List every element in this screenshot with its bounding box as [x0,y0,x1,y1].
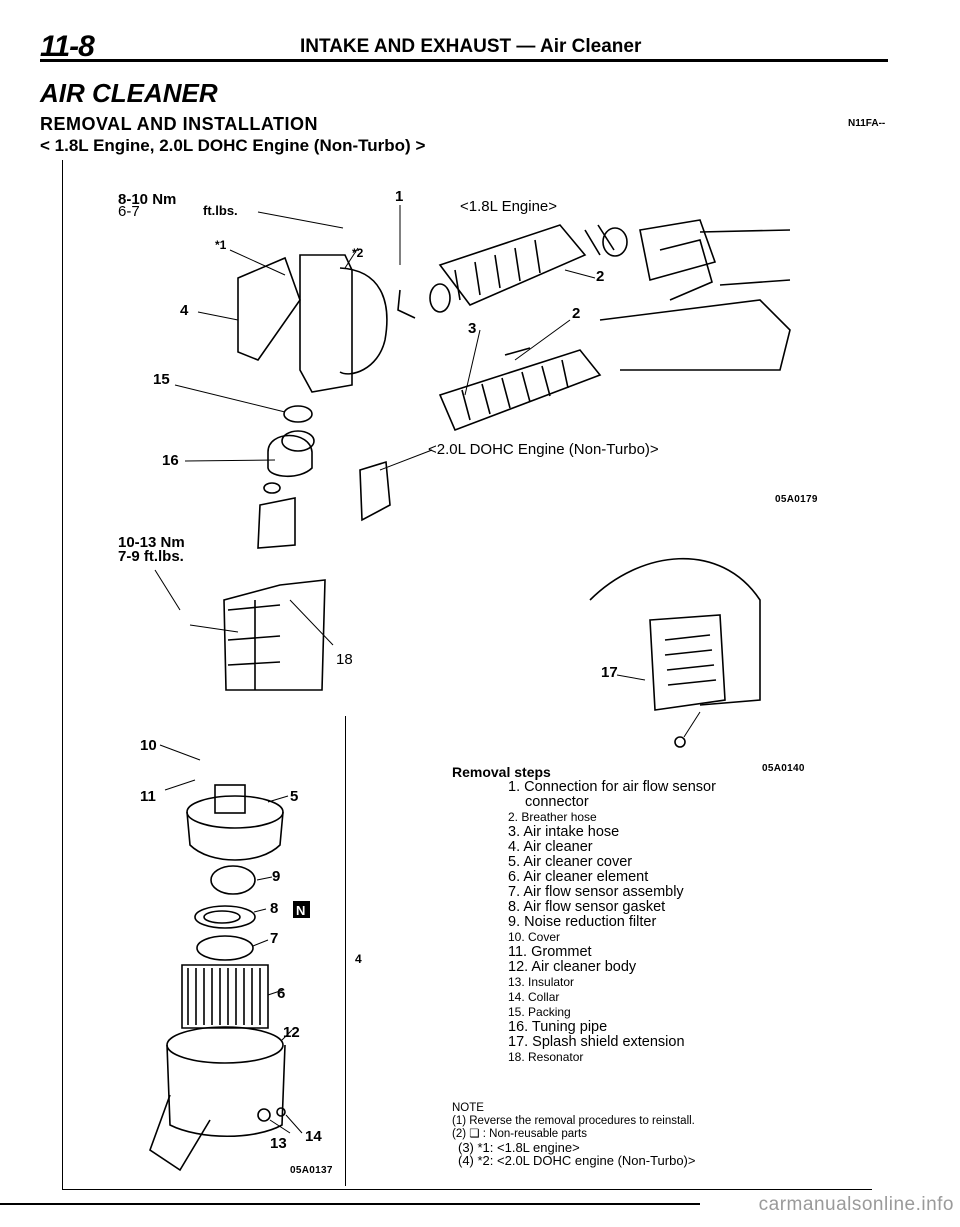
callout-12: 12 [283,1024,300,1041]
callout-17: 17 [601,664,618,681]
step-item: connector [525,794,589,810]
engine-applicability: < 1.8L Engine, 2.0L DOHC Engine (Non-Tur… [40,136,426,155]
note-line: (1) Reverse the removal procedures to re… [452,1115,695,1127]
header-rule [40,59,888,62]
step-item: 1. Connection for air flow sensor [508,779,716,795]
image-code-upper: 05A0179 [775,494,818,505]
page-number: 11-8 [40,30,95,63]
callout-5: 5 [290,788,299,805]
column-divider [345,716,346,1186]
callout-1: 1 [395,188,404,205]
step-item: 15. Packing [508,1005,571,1019]
callout-star-1: *1 [215,238,227,252]
step-item: 12. Air cleaner body [508,959,637,975]
note-line: (3) *1: <1.8L engine> [458,1140,580,1155]
callout-4-lower: 4 [355,952,362,966]
frame-left-line [62,160,63,1190]
step-item: 17. Splash shield extension [508,1034,685,1050]
step-item: 5. Air cleaner cover [508,854,633,870]
step-item: 18. Resonator [508,1050,584,1064]
note-line: (4) *2: <2.0L DOHC engine (Non-Turbo)> [458,1153,696,1168]
callout-10: 10 [140,737,157,754]
callout-15: 15 [153,371,170,388]
note-block: NOTE (1) Reverse the removal procedures … [452,1102,695,1167]
callout-3: 3 [468,320,477,337]
step-item: 9. Noise reduction filter [508,914,657,930]
callout-7: 7 [270,930,279,947]
reference-code: N11FA-- [848,118,886,129]
step-item: 11. Grommet [508,944,592,960]
step-item: 6. Air cleaner element [508,869,649,885]
torque-spec-top-nm: 8-10 Nm [118,191,177,208]
caption-1-8l-engine: <1.8L Engine> [460,198,558,215]
callout-2a: 2 [596,268,605,285]
callout-8: 8 [270,900,279,917]
callout-6: 6 [277,985,286,1002]
callout-11: 11 [140,788,156,805]
page-title: AIR CLEANER [40,78,218,108]
image-code-right: 05A0140 [762,763,805,774]
step-item: 10. Cover [508,930,561,944]
torque-spec-mid-ftlbs: 7-9 ft.lbs. [118,548,184,565]
callout-star-2: *2 [352,246,364,260]
svg-text:N: N [296,903,305,918]
step-item: 3. Air intake hose [508,824,620,840]
step-item: 4. Air cleaner [508,839,593,855]
callout-4-upper: 4 [180,302,189,319]
callout-16: 16 [162,452,179,469]
step-item: 8. Air flow sensor gasket [508,899,666,915]
image-code-lower: 05A0137 [290,1165,333,1176]
caption-2-0l-dohc-engine: <2.0L DOHC Engine (Non-Turbo)> [428,441,659,458]
callout-9: 9 [272,868,281,885]
step-item: 2. Breather hose [508,810,597,824]
footer-rule [0,1203,700,1205]
step-item: 16. Tuning pipe [508,1019,608,1035]
torque-spec-top-ftlbs-value: 6-7 [118,203,140,220]
callout-2b: 2 [572,305,581,322]
footer-watermark: carmanualsonline.info [758,1194,954,1215]
section-title: INTAKE AND EXHAUST — Air Cleaner [300,36,642,57]
note-line: (2) ❏ : Non-reusable parts [452,1128,587,1140]
removal-steps-list: 1. Connection for air flow sensor connec… [508,780,808,1065]
removal-steps-heading: Removal steps [452,764,551,780]
torque-spec-top-ftlbs-unit: ft.lbs. [203,203,238,218]
callout-18: 18 [336,651,353,668]
callout-14: 14 [305,1128,322,1145]
section-subtitle: REMOVAL AND INSTALLATION [40,114,318,134]
step-item: 7. Air flow sensor assembly [508,884,684,900]
frame-bottom-line [62,1189,872,1190]
step-item: 14. Collar [508,990,560,1004]
callout-13: 13 [270,1135,287,1152]
note-heading: NOTE [452,1102,484,1114]
step-item: 13. Insulator [508,975,575,989]
torque-spec-mid-nm: 10-13 Nm [118,534,185,551]
